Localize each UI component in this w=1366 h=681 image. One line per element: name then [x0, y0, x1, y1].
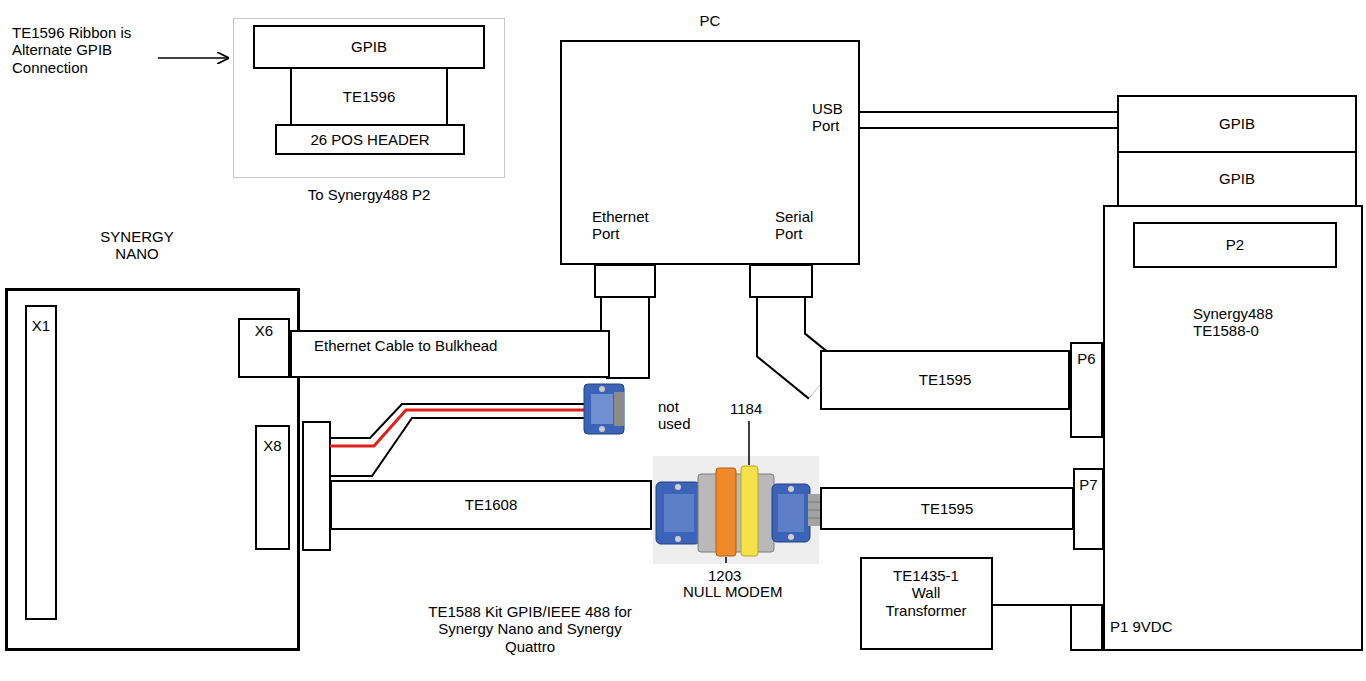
box-label: X8: [263, 437, 281, 454]
cable-connector: [860, 120, 1117, 121]
box-label: Ethernet Port: [592, 208, 658, 243]
serial-cable: TE1608: [330, 480, 652, 530]
port-header: P7: [1073, 468, 1103, 550]
box-label: USB Port: [812, 100, 858, 135]
wire: [993, 604, 1070, 606]
box-label: P7: [1079, 476, 1097, 493]
callout-note: TE1596 Ribbon is Alternate GPIB Connecti…: [12, 24, 137, 76]
header-connector: X8: [255, 425, 290, 550]
box-label: X1: [32, 317, 50, 334]
power-jack: P1 9VDC: [1070, 604, 1103, 651]
pc-box: PCUSB PortEthernet PortSerial Port: [560, 40, 860, 265]
header-connector: X1: [25, 305, 57, 620]
box-label: SYNERGY NANO: [92, 228, 182, 263]
ethernet-jack: X6: [238, 318, 290, 378]
box-label: Serial Port: [775, 208, 827, 243]
inset-panel: To Synergy488 P2GPIBTE159626 POS HEADER: [233, 18, 505, 178]
header-connector: 26 POS HEADER: [275, 124, 465, 155]
box-label: Synergy488 TE1588-0: [1193, 305, 1285, 340]
gpib-connector: GPIB: [253, 25, 485, 69]
leader-line: [725, 557, 727, 563]
synergy488-board: Synergy488 TE1588-0P2P6P7P1 9VDC: [1103, 205, 1363, 651]
synergy-nano-board: SYNERGY NANOX1X6X8: [5, 288, 300, 651]
box-label: GPIB: [1219, 115, 1255, 132]
box-label: X6: [255, 322, 273, 339]
box-label: P2: [1226, 236, 1244, 253]
diagram-caption: TE1588 Kit GPIB/IEEE 488 for Synergy Nan…: [415, 603, 645, 655]
box-label: P6: [1077, 350, 1095, 367]
part-name: NULL MODEM: [683, 583, 795, 600]
cable-outline: [860, 111, 1117, 129]
db9-connector: [584, 384, 624, 434]
wall-transformer: TE1435-1 Wall Transformer: [860, 557, 993, 650]
null-modem-photo: [653, 456, 820, 564]
port-header: P6: [1070, 342, 1103, 438]
box-label: TE1595: [919, 371, 972, 388]
box-label: TE1595: [921, 500, 974, 517]
gpib-adapter: GPIB: [1117, 95, 1357, 153]
box-label: TE1596: [343, 88, 396, 105]
cable-connector: [993, 605, 1070, 606]
part-number: 1184: [730, 400, 770, 417]
box-label: Ethernet Cable to Bulkhead: [314, 337, 600, 354]
part-number: 1203: [708, 567, 748, 584]
ribbon-cable: TE1596: [290, 67, 448, 126]
box-label: To Synergy488 P2: [233, 186, 505, 203]
callout-arrow: [158, 57, 229, 59]
box-label: GPIB: [1219, 170, 1255, 187]
cable-fill: [860, 113, 1117, 127]
serial-cable: TE1595: [820, 350, 1070, 410]
wire-harness: [330, 404, 584, 476]
ethernet-jack: [595, 265, 655, 297]
box-label: GPIB: [351, 38, 387, 55]
serial-jack: [750, 265, 812, 297]
box-label: 26 POS HEADER: [310, 131, 429, 148]
box-label: TE1608: [465, 496, 518, 513]
x8-plug: [303, 422, 330, 550]
serial-cable: TE1595: [820, 487, 1074, 530]
box-label: TE1435-1 Wall Transformer: [881, 567, 971, 619]
port-header: P2: [1133, 222, 1337, 268]
box-label: PC: [560, 12, 860, 29]
gpib-adapter: GPIB: [1117, 151, 1357, 207]
leader-line: [748, 421, 750, 465]
box-label: P1 9VDC: [1110, 618, 1190, 635]
status-note: not used: [658, 398, 696, 433]
ethernet-cable: Ethernet Cable to Bulkhead: [290, 330, 610, 378]
